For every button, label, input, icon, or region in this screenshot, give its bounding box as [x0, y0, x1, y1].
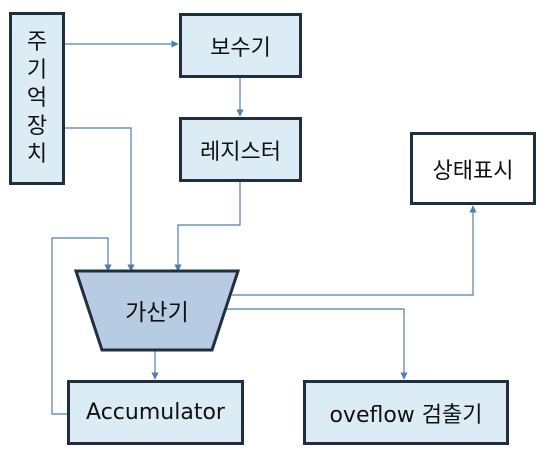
register-block: 레지스터 — [179, 117, 302, 182]
main-memory-char: 기 — [26, 57, 48, 83]
adder-label: 가산기 — [125, 300, 189, 326]
complementer-label: 보수기 — [210, 35, 271, 61]
main-memory-char: 주 — [26, 29, 48, 55]
arrow-register-to-adder — [174, 182, 241, 272]
complementer-block: 보수기 — [179, 13, 302, 78]
arrow-memory-to-adder — [65, 127, 135, 272]
status-display-label: 상태표시 — [432, 158, 514, 184]
main-memory-char: 억 — [26, 85, 48, 111]
arrow-adder-to-status — [232, 205, 477, 296]
overflow-detector-label: oveflow 검출기 — [329, 402, 483, 428]
adder-shape — [73, 269, 241, 352]
status-display-block: 상태표시 — [410, 132, 536, 205]
main-memory-char: 치 — [26, 141, 48, 167]
arrow-accumulator-feedback — [51, 237, 112, 415]
accumulator-block: Accumulator — [67, 380, 244, 445]
main-memory-block: 주 기 억 장 치 — [9, 12, 65, 185]
main-memory-char: 장 — [26, 113, 48, 139]
register-label: 레지스터 — [200, 139, 281, 165]
arrow-adder-to-overflow — [226, 308, 408, 380]
overflow-detector-block: oveflow 검출기 — [303, 380, 509, 445]
accumulator-label: Accumulator — [86, 400, 225, 425]
